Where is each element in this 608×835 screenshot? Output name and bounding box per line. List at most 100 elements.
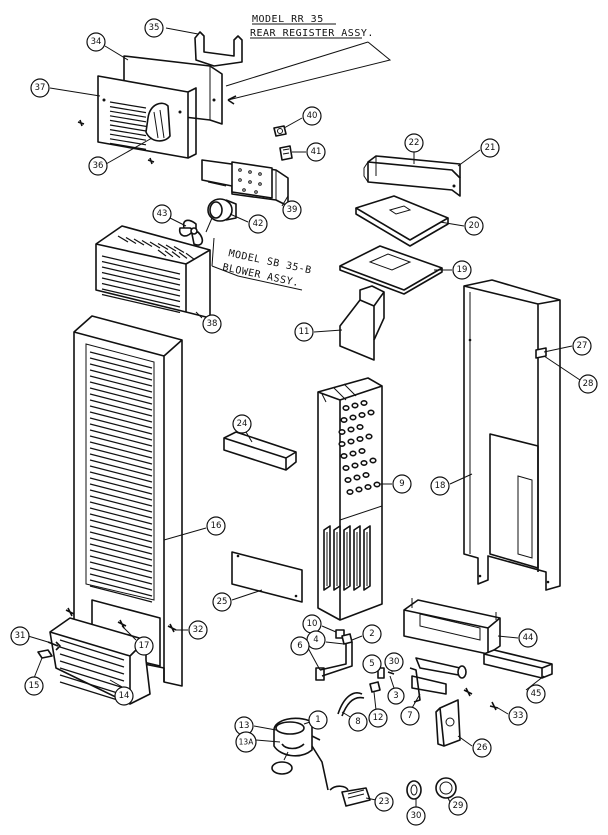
svg-text:21: 21 (485, 143, 496, 153)
svg-text:39: 39 (287, 205, 298, 215)
svg-text:13: 13 (239, 721, 250, 731)
svg-text:27: 27 (577, 341, 588, 351)
callout-26: 26 (457, 735, 492, 758)
svg-text:15: 15 (29, 681, 40, 691)
svg-text:19: 19 (457, 265, 468, 275)
part-fan-blade (178, 219, 204, 246)
callout-39: 39 (281, 195, 302, 220)
svg-text:44: 44 (523, 633, 534, 643)
svg-text:30: 30 (389, 657, 400, 667)
part-door-clip (37, 649, 53, 659)
svg-text:11: 11 (299, 327, 310, 337)
part-gas-tube (337, 692, 365, 717)
callout-1: 1 (303, 710, 328, 730)
callout-28: 28 (543, 355, 598, 394)
part-bushing (273, 125, 287, 137)
svg-text:6: 6 (297, 641, 302, 651)
svg-text:2: 2 (369, 629, 374, 639)
part-regulator (341, 787, 371, 807)
callout-16: 16 (163, 516, 226, 541)
callout-44: 44 (497, 628, 538, 648)
part-gasket-29 (435, 777, 457, 799)
callout-41: 41 (292, 142, 326, 162)
svg-text:1: 1 (315, 715, 320, 725)
part-angle-rail (483, 649, 553, 679)
svg-text:8: 8 (355, 717, 360, 727)
svg-text:5: 5 (369, 659, 374, 669)
callout-11: 11 (294, 322, 343, 342)
callout-24: 24 (232, 414, 253, 443)
blower-assy-label: MODEL SB 35-B BLOWER ASSY. (211, 237, 313, 291)
callout-30: 30 (406, 798, 426, 826)
svg-text:10: 10 (307, 619, 318, 629)
svg-text:36: 36 (93, 161, 104, 171)
part-gas-valve (271, 717, 349, 791)
svg-text:9: 9 (399, 479, 404, 489)
svg-text:7: 7 (407, 711, 412, 721)
callout-29: 29 (447, 796, 468, 816)
part-small-fitting (369, 681, 381, 693)
callout-2: 2 (351, 624, 382, 644)
svg-text:23: 23 (379, 797, 390, 807)
part-cabinet-clip (535, 347, 547, 359)
part-access-door (49, 617, 151, 705)
callout-45: 45 (525, 675, 546, 704)
callout-3: 3 (387, 675, 405, 705)
callout-9: 9 (380, 474, 412, 494)
callout-12: 12 (368, 691, 388, 728)
svg-text:43: 43 (157, 209, 168, 219)
part-pilot-assembly (315, 633, 353, 681)
svg-text:42: 42 (253, 219, 264, 229)
svg-text:35: 35 (149, 23, 160, 33)
rear-register-model-text: MODEL RR 35 (252, 14, 324, 25)
callout-23: 23 (365, 792, 394, 812)
part-valve-bracket (435, 699, 461, 747)
svg-text:37: 37 (35, 83, 46, 93)
callout-25: 25 (212, 589, 263, 612)
svg-text:18: 18 (435, 481, 446, 491)
svg-text:26: 26 (477, 743, 488, 753)
callout-40: 40 (283, 106, 322, 129)
callout-38: 38 (195, 311, 222, 334)
callout-7: 7 (400, 693, 421, 726)
part-cabinet-screws (65, 607, 177, 633)
rear-register-assy-text: REAR REGISTER ASSY. (250, 28, 374, 39)
callout-32: 32 (176, 620, 208, 640)
svg-text:33: 33 (513, 711, 524, 721)
svg-text:45: 45 (531, 689, 542, 699)
part-top-channel (363, 155, 461, 197)
part-screws-33 (463, 687, 499, 711)
callout-43: 43 (152, 204, 187, 227)
svg-text:38: 38 (207, 319, 218, 329)
svg-text:16: 16 (211, 521, 222, 531)
callout-8: 8 (341, 711, 368, 732)
part-burner-tray (403, 598, 501, 655)
part-angle-strip (223, 431, 297, 471)
callout-5: 5 (362, 654, 382, 674)
callout-42: 42 (229, 213, 268, 234)
callout-14: 14 (109, 679, 134, 706)
callout-21: 21 (457, 138, 500, 167)
callout-30-small: 30 (384, 652, 404, 672)
part-blower-housing (95, 225, 211, 319)
callout-6: 6 (290, 636, 321, 671)
svg-text:22: 22 (409, 138, 420, 148)
svg-text:25: 25 (217, 597, 228, 607)
svg-text:24: 24 (237, 419, 248, 429)
rear-register-label: MODEL RR 35 REAR REGISTER ASSY. (225, 14, 392, 105)
part-cabinet-back (463, 279, 561, 591)
part-blower-motor (205, 198, 237, 233)
part-baffle-plate (339, 245, 443, 295)
callout-15: 15 (24, 657, 44, 696)
callout-22: 22 (404, 133, 424, 164)
callout-19: 19 (434, 260, 472, 280)
callout-10: 10 (302, 614, 337, 634)
svg-text:14: 14 (119, 691, 130, 701)
callout-layer: 35 34 37 36 40 41 39 (10, 18, 598, 826)
callout-35: 35 (144, 18, 199, 38)
svg-text:3: 3 (393, 691, 398, 701)
svg-text:12: 12 (373, 713, 384, 723)
callout-31: 31 (10, 626, 49, 646)
part-door-screw (47, 641, 61, 651)
